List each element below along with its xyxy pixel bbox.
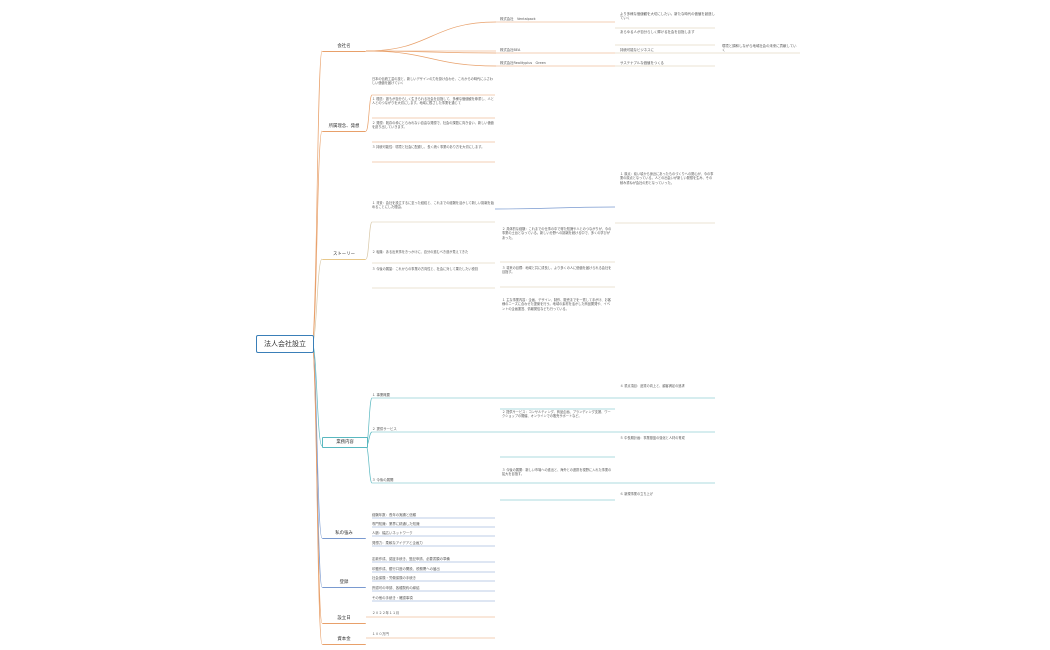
business-detail-3: ３ 今後の展開：新しい市場への進出と、海外との連携を視野に入れた事業の拡大を目指… bbox=[502, 468, 612, 477]
branch-strengths[interactable]: 私の強み bbox=[322, 529, 366, 539]
philosophy-2: １ 理念：誰もが自分らしく生きられる社会を目指して、多様な価値観を尊重し、人と人… bbox=[372, 97, 494, 106]
strength-3[interactable]: 人脈：幅広いネットワーク bbox=[372, 531, 413, 535]
registration-3[interactable]: 社会保険・労働保険の手続き bbox=[372, 576, 417, 580]
company-note-2b: 環境と調和しながら地域社会の未来に貢献していく bbox=[722, 44, 797, 53]
capital-value[interactable]: １００万円 bbox=[372, 632, 389, 636]
registration-5[interactable]: その他の手続き・確認事項 bbox=[372, 596, 413, 600]
branch-company-name[interactable]: 会社名 bbox=[322, 42, 366, 52]
branch-story[interactable]: ストーリー bbox=[322, 250, 366, 260]
business-1[interactable]: １ 事業概要 bbox=[372, 393, 391, 397]
link-root-branch-7 bbox=[311, 342, 323, 645]
branch-capital[interactable]: 資本金 bbox=[322, 635, 366, 645]
registration-1[interactable]: 定款作成、認証手続き、登記申請、必要書類の準備 bbox=[372, 557, 450, 561]
story-far: １ 原点：幼い頃から身近にあったものづくりへの関心が、今の事業の原点となっている… bbox=[620, 172, 714, 185]
company-note-3: サステナブルな価値をつくる bbox=[620, 61, 664, 65]
company-note-2: 持続可能なビジネスに bbox=[620, 48, 654, 52]
link-root-branch-1 bbox=[311, 130, 323, 344]
link-company-1 bbox=[365, 21, 497, 52]
registration-2[interactable]: 印鑑作成、銀行口座の開設、税務署への届出 bbox=[372, 567, 440, 571]
philosophy-1: 日本の伝統工芸の技と、新しいデザインの力を掛け合わせ、これからの時代にふさわしい… bbox=[372, 77, 493, 86]
strength-4[interactable]: 発想力：柔軟なアイデアと企画力 bbox=[372, 541, 423, 545]
link-ph-1 bbox=[365, 94, 373, 132]
founded-value[interactable]: ２０２２年１１月 bbox=[372, 611, 400, 615]
strength-1[interactable]: 経験年数：長年の実績と信頼 bbox=[372, 513, 417, 517]
root-node[interactable]: 法人会社設立 bbox=[256, 335, 314, 353]
company-note-1a: より多様な価値観を大切にしたい。新たな時代の価値を創造していく bbox=[620, 12, 715, 21]
story-detail-2: ３ 将来の目標：地域と共に成長し、より多くの人に価値を届けられる会社を目指す。 bbox=[502, 266, 612, 275]
philosophy-3: ２ 発想：既存の枠にとらわれない自由な発想で、社会の課題に向き合い、新しい価値を… bbox=[372, 121, 494, 130]
registration-4[interactable]: 許認可の申請、各種契約の締結 bbox=[372, 586, 420, 590]
business-detail-2: ２ 提供サービス：コンサルティング、商品企画、ブランディング支援、ワークショップ… bbox=[502, 410, 611, 419]
branch-philosophy[interactable]: 所属理念、発想 bbox=[322, 122, 366, 132]
company-note-1b: あらゆる人が自分らしく輝ける社会を目指します bbox=[620, 30, 695, 34]
company-name-3[interactable]: 株式会社Realityplus Green bbox=[500, 61, 546, 65]
business-detail-1: １ 主な事業内容：企画、デザイン、制作、販売までを一貫して手がけ、お客様のニーズ… bbox=[502, 298, 611, 311]
business-2[interactable]: ２ 提供サービス bbox=[372, 427, 397, 431]
strength-2[interactable]: 専門知識：業界に精通した知識 bbox=[372, 522, 420, 526]
branch-registration[interactable]: 登録 bbox=[322, 578, 366, 588]
philosophy-4: ３ 持続可能性：環境と社会に配慮し、長く続く事業のあり方を大切にします。 bbox=[372, 145, 485, 149]
link-company-2 bbox=[365, 50, 497, 54]
link-st-1 bbox=[365, 221, 373, 260]
company-name-2[interactable]: 株式会社BEA bbox=[500, 48, 521, 52]
business-3[interactable]: ３ 今後の展開 bbox=[372, 478, 394, 482]
business-right-1: ４ 重点項目：品質の向上と、顧客満足の追求 bbox=[620, 384, 685, 388]
story-2: ２ 転機：ある出来事をきっかけに、自分の進むべき道が見えてきた bbox=[372, 250, 469, 254]
story-1: １ 背景：会社を設立するに至った経緯と、これまでの経験を活かして新しい挑戦を始め… bbox=[372, 201, 494, 210]
story-detail-1: ２ 具体的な経験：これまでの仕事の中で得た知識や人とのつながりが、今の事業の土台… bbox=[502, 227, 612, 240]
business-right-2: ５ 中長期計画：事業基盤の強化と人材の育成 bbox=[620, 436, 685, 440]
link-story-far bbox=[494, 206, 616, 210]
company-name-1[interactable]: 株式会社 Ventalpack bbox=[500, 17, 536, 21]
link-company-3 bbox=[365, 50, 497, 67]
story-3: ３ 今後の展望：これからの事業の方向性と、社会に対して果たしたい役割 bbox=[372, 267, 478, 271]
business-right-3: ６ 新規事業の立ち上げ bbox=[620, 492, 653, 496]
branch-founded[interactable]: 設立日 bbox=[322, 614, 366, 624]
branch-business[interactable]: 業務内容 bbox=[322, 437, 368, 448]
